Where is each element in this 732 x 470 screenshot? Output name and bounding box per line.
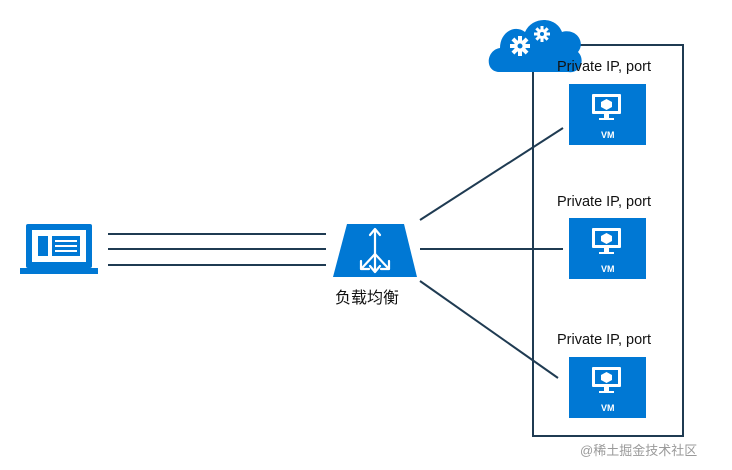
vm-badge: VM [601, 403, 615, 413]
vm-connection-lines [419, 127, 564, 379]
cloud-gear-icon [488, 20, 582, 73]
vm-private-ip-label: Private IP, port [557, 194, 652, 210]
vm-box [569, 84, 646, 145]
vm-badge: VM [601, 264, 615, 274]
monitor-icon [592, 94, 621, 120]
vm-private-ip-label: Private IP, port [557, 59, 652, 75]
virtual-network-boundary [532, 44, 684, 437]
monitor-icon [592, 367, 621, 393]
monitor-icon [592, 228, 621, 254]
vm-box [569, 357, 646, 418]
load-balancer-icon [333, 224, 417, 277]
vm-badge: VM [601, 130, 615, 140]
vm-box [569, 218, 646, 279]
watermark: @稀土掘金技术社区 [580, 443, 698, 458]
load-balancer-label: 负载均衡 [335, 288, 400, 307]
client-connection-lines [108, 233, 326, 266]
laptop-icon [20, 224, 98, 274]
vm-private-ip-label: Private IP, port [557, 332, 652, 348]
